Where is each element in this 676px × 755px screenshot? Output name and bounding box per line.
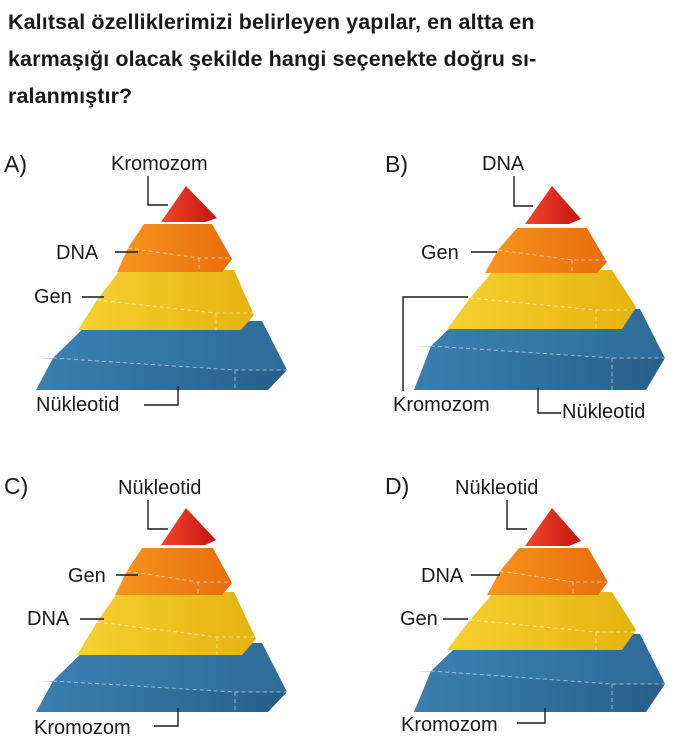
option-b[interactable]: B) DNA Gen Kromozom Nükleotid — [385, 151, 665, 423]
option-b-leader-top — [513, 176, 533, 207]
option-a-pyramid — [36, 186, 287, 390]
option-b-tier-blue — [414, 309, 665, 390]
option-d-tier-blue — [414, 634, 665, 712]
option-d-tier-yellow — [447, 592, 636, 650]
option-b-tier-orange — [485, 228, 607, 273]
question-line-1: Kalıtsal özelliklerimizi belirleyen yapı… — [8, 10, 535, 34]
option-c-label-bottom: Kromozom — [34, 717, 131, 739]
option-b-tier-yellow — [447, 270, 636, 329]
option-a-leader-top — [147, 176, 168, 206]
option-d-label-bottom: Kromozom — [401, 714, 498, 736]
option-d-label-second: DNA — [421, 565, 464, 587]
option-d-label-top: Nükleotid — [455, 477, 538, 499]
option-c-tier-blue — [36, 643, 287, 712]
option-c-tier-orange — [115, 548, 232, 595]
option-c-label-third: DNA — [27, 608, 70, 630]
option-b-tier-red — [525, 186, 581, 224]
option-a-letter: A) — [4, 151, 27, 177]
option-b-leader-bottom — [537, 388, 561, 414]
option-c[interactable]: C) Nükleotid Gen DNA Kromozom — [4, 473, 287, 739]
option-d-tier-orange — [487, 548, 608, 595]
option-c-tier-red — [161, 508, 216, 545]
question-text: Kalıtsal özelliklerimizi belirleyen yapı… — [8, 4, 672, 115]
option-d-label-third: Gen — [400, 608, 438, 630]
option-a-tier-orange — [117, 224, 232, 272]
option-c-leader-bottom — [154, 708, 179, 727]
option-a-tier-blue — [36, 321, 287, 390]
option-d[interactable]: D) Nükleotid DNA Gen Kromozom — [385, 473, 665, 736]
option-d-pyramid — [414, 508, 665, 712]
option-a-label-top: Kromozom — [111, 153, 208, 175]
option-a[interactable]: A) Kromozom DNA Gen Nükleotid — [4, 151, 287, 416]
option-b-leader-third — [402, 296, 468, 391]
option-c-pyramid — [36, 508, 287, 712]
option-b-letter: B) — [385, 151, 408, 177]
option-d-tier-red — [525, 508, 581, 546]
option-c-label-top: Nükleotid — [118, 477, 201, 499]
option-a-tier-red — [161, 186, 217, 222]
option-a-tier-yellow — [78, 270, 254, 330]
question-line-2: karmaşığı olacak şekilde hangi seçenekte… — [8, 47, 537, 71]
option-c-label-second: Gen — [68, 565, 106, 587]
option-c-letter: C) — [4, 473, 28, 499]
option-b-label-second: Gen — [421, 242, 459, 264]
option-c-leader-top — [147, 500, 168, 530]
option-b-label-top: DNA — [482, 153, 525, 175]
option-b-label-bottom: Nükleotid — [562, 401, 645, 423]
option-d-leader-bottom — [517, 708, 546, 724]
option-a-label-third: Gen — [34, 286, 72, 308]
question-line-3: ralanmıştır? — [8, 84, 133, 108]
option-a-label-second: DNA — [56, 242, 99, 264]
option-a-leader-bottom — [144, 386, 179, 406]
option-c-tier-yellow — [77, 592, 256, 655]
option-b-label-third: Kromozom — [393, 394, 490, 416]
option-d-leader-top — [506, 500, 527, 530]
option-a-label-bottom: Nükleotid — [36, 394, 119, 416]
option-b-pyramid — [414, 186, 665, 390]
option-d-letter: D) — [385, 473, 409, 499]
